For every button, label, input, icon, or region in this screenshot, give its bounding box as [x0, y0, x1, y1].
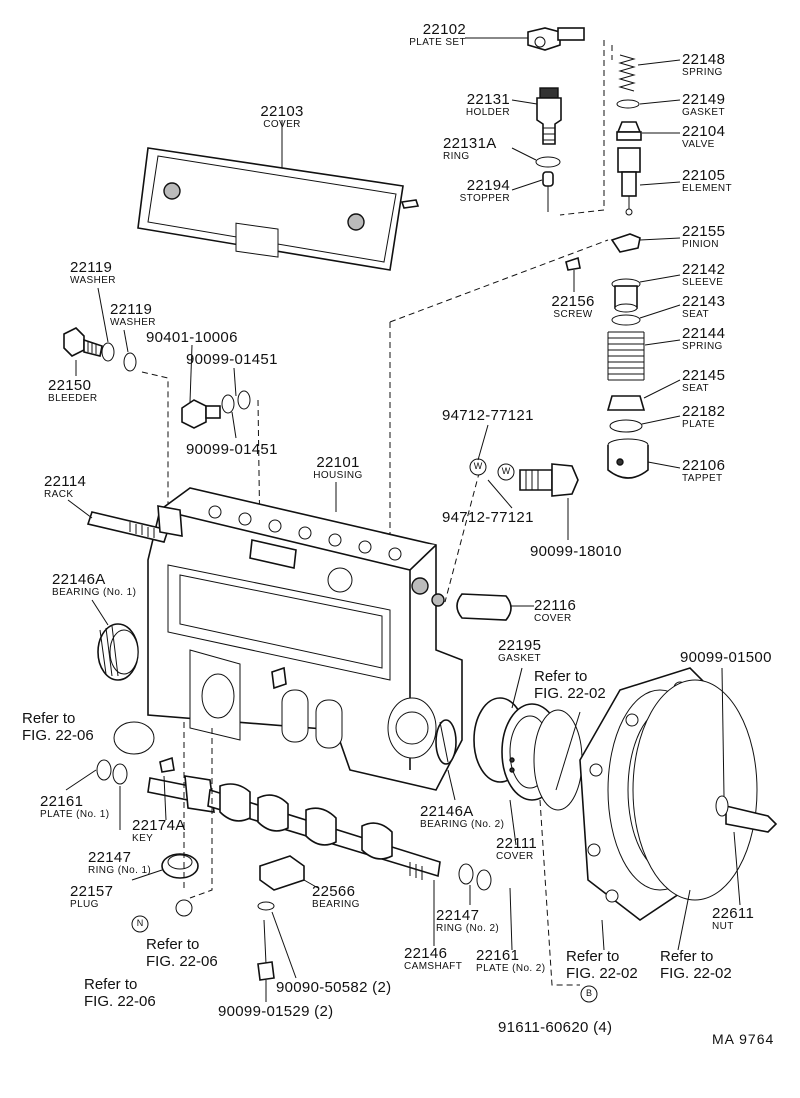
key-part	[159, 756, 175, 773]
label-90090-50582: 90090-50582 (2)	[276, 979, 392, 996]
label-94712-77121-a: 94712-77121	[442, 407, 534, 424]
element-22105-part	[617, 147, 641, 216]
ring-22131a-part	[535, 156, 561, 168]
label-90099-01451-b: 90099-01451	[186, 441, 278, 458]
banjo-bolt-part	[519, 463, 579, 497]
pinion-22155-part	[610, 233, 641, 253]
tappet-22106-part	[607, 438, 649, 479]
marker-w-1: W	[473, 461, 483, 471]
gasket-22149-part	[616, 99, 640, 109]
screw-22156-part	[565, 256, 581, 271]
housing-22101-part	[147, 487, 463, 791]
bearing-no2-part	[435, 719, 457, 765]
washer-22119b-part	[123, 352, 137, 372]
label-90401-10006: 90401-10006	[146, 329, 238, 346]
label-90099-18010: 90099-18010	[530, 543, 622, 560]
bearing-no1-part	[97, 623, 139, 681]
label-94712-77121-b: 94712-77121	[442, 509, 534, 526]
label-90099-01500: 90099-01500	[680, 649, 772, 666]
spring-22144-part	[607, 331, 645, 381]
bolt-90099-01529-part	[257, 919, 275, 981]
figure-code: MA 9764	[712, 1031, 775, 1047]
marker-w-2: W	[501, 466, 511, 476]
valve-22104-part	[616, 121, 642, 141]
marker-b: B	[585, 988, 592, 998]
ring-no1-part	[112, 763, 128, 785]
marker-n: N	[136, 918, 144, 928]
plug-22157-part	[161, 853, 199, 879]
stopper-22194-part	[542, 171, 554, 212]
bleeder-22150-part	[63, 327, 103, 357]
spring-22148-part	[618, 54, 636, 92]
cover-22103-part	[137, 147, 420, 271]
plate-set-part	[527, 27, 585, 51]
rack-22114-part	[86, 505, 183, 543]
o-ring-part	[632, 679, 758, 901]
nut-22611-part	[715, 795, 778, 833]
seat-22145-part	[606, 395, 646, 411]
washer-22119a-part	[101, 342, 115, 362]
label-91611-60620: 91611-60620 (4)	[498, 1019, 613, 1036]
plate-22182-part	[609, 419, 643, 433]
label-90099-01529: 90099-01529 (2)	[218, 1003, 334, 1020]
ring-no2-part	[458, 863, 474, 885]
bolt-90401-part	[181, 390, 251, 429]
holder-22131-part	[536, 87, 562, 145]
seat-22143-part	[611, 314, 641, 326]
plate-no2-part	[476, 869, 492, 891]
o-ring-left-part	[113, 721, 155, 755]
camshaft-22146-part	[147, 775, 441, 880]
sleeve-22142-part	[611, 278, 641, 313]
plate-no1-part	[96, 759, 112, 781]
washer-90090-part	[257, 901, 275, 911]
label-90099-01451-a: 90099-01451	[186, 351, 278, 368]
cover-22116-part	[456, 593, 512, 621]
